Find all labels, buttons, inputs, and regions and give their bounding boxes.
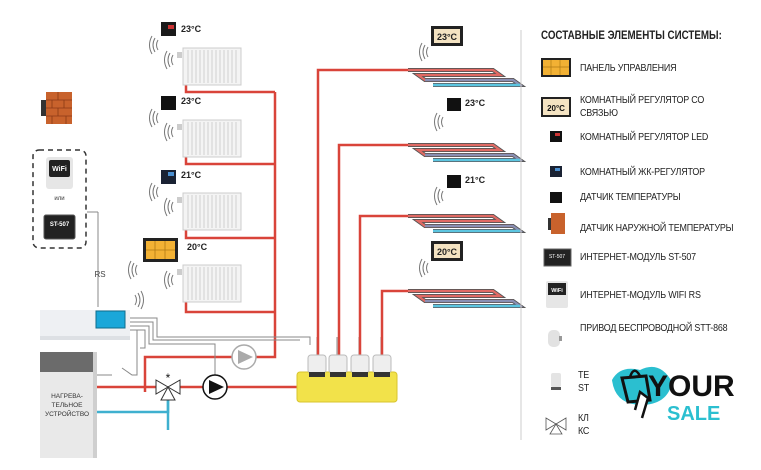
legend-title: СОСТАВНЫЕ ЭЛЕМЕНТЫ СИСТЕМЫ:: [541, 30, 722, 42]
main-controller: [40, 310, 130, 340]
controller-signal-icon: [134, 290, 144, 310]
or-label: или: [54, 196, 64, 202]
legend-item-label: КОМНАТНЫЙ РЕГУЛЯТОР СО СВЯЗЬЮ: [580, 94, 705, 119]
control-wires: [87, 211, 382, 376]
thermostat-temp: 23°C: [181, 24, 202, 34]
thermostat-temp: 23°C: [437, 32, 458, 42]
svg-text:YOUR: YOUR: [648, 370, 735, 403]
thermostat-temp: 23°C: [465, 98, 486, 108]
floor-supply-pipes: [316, 68, 408, 355]
control-panel-icon: [541, 58, 571, 77]
floor-heating-loop: [406, 143, 522, 162]
legend-item-label: ДАТЧИК ТЕМПЕРАТУРЫ: [580, 191, 681, 203]
legend-icon-text: ST-507: [549, 254, 565, 260]
outdoor-sensor-icon: [548, 213, 565, 234]
room-regulator-comm-icon: [431, 241, 463, 261]
wifi-module-icon: [46, 157, 73, 189]
temperature-sensor-icon: [161, 96, 176, 110]
wireless-actuator-icon: [548, 330, 562, 347]
thermostat-temp: 21°C: [465, 175, 486, 185]
svg-text:*: *: [166, 371, 171, 385]
yoursale-watermark-logo: YOUR SALE: [612, 366, 735, 425]
legend-item-label: КЛ КС: [578, 412, 590, 437]
lcd-regulator-icon: [161, 170, 176, 184]
boiler-label: НАГРЕВА-: [51, 393, 83, 400]
legend-item-label: КОМНАТНЫЙ РЕГУЛЯТОР LED: [580, 131, 709, 143]
radiator: [176, 192, 242, 231]
thermostat-temp: 21°C: [181, 170, 202, 180]
actuators: [307, 354, 392, 374]
boiler-label: УСТРОЙСТВО: [45, 409, 89, 418]
legend-item-label: ИНТЕРНЕТ-МОДУЛЬ WIFI RS: [580, 289, 701, 301]
temperature-sensor-icon: [447, 175, 461, 188]
control-panel-icon: [143, 238, 178, 262]
floor-heating-loop: [406, 68, 522, 87]
st507-module-icon: [543, 248, 572, 267]
led-regulator-icon: [550, 131, 562, 142]
temperature-sensor-icon: [550, 192, 562, 203]
floor-heating-loop: [406, 289, 522, 308]
lcd-regulator-icon: [550, 166, 562, 177]
st507-label: ST-507: [50, 222, 70, 228]
room-regulator-comm-icon: [541, 97, 571, 117]
radiator: [176, 119, 242, 158]
legend-item-label: ПАНЕЛЬ УПРАВЛЕНИЯ: [580, 62, 677, 74]
valve-icon: [545, 417, 567, 435]
legend-item-label: ПРИВОД БЕСПРОВОДНОЙ STT-868: [580, 322, 728, 334]
outdoor-sensor-icon: [41, 92, 72, 124]
radiator: [176, 264, 242, 303]
wifi-module-icon: [546, 281, 568, 308]
heating-device: [40, 352, 97, 458]
legend-icon-text: 20°C: [547, 104, 565, 113]
pump-icon: [202, 374, 228, 400]
st507-module-icon: [43, 214, 76, 240]
svg-text:SALE: SALE: [667, 403, 720, 425]
radiator: [176, 47, 242, 86]
wifi-label: WiFi: [52, 166, 67, 173]
boiler-label: ТЕЛЬНОЕ: [52, 402, 84, 409]
legend-item-label: ТЕ ST: [578, 369, 590, 394]
radiator-supply-pipes: [97, 85, 297, 392]
room-regulator-comm-icon: [431, 26, 463, 46]
legend-item-label: ИНТЕРНЕТ-МОДУЛЬ ST-507: [580, 251, 696, 263]
legend-item-label: КОМНАТНЫЙ ЖК-РЕГУЛЯТОР: [580, 166, 705, 178]
legend-icon-text: WiFi: [551, 288, 563, 294]
thermostat-temp: 20°C: [437, 247, 458, 257]
thermostat-temp: 23°C: [181, 96, 202, 106]
thermostat-temp: 20°C: [187, 242, 208, 252]
pump-icon: [231, 344, 257, 370]
temperature-sensor-icon: [447, 98, 461, 111]
mixing-valve-icon: *: [155, 371, 181, 401]
floor-heating-loop: [406, 214, 522, 233]
legend-item-label: ДАТЧИК НАРУЖНОЙ ТЕМПЕРАТУРЫ: [580, 222, 734, 234]
rs-label: RS: [94, 270, 105, 279]
return-pipe: [97, 395, 170, 414]
led-regulator-icon: [161, 22, 176, 36]
thermo-actuator-icon: [551, 373, 561, 390]
internet-module-group: [32, 149, 87, 249]
